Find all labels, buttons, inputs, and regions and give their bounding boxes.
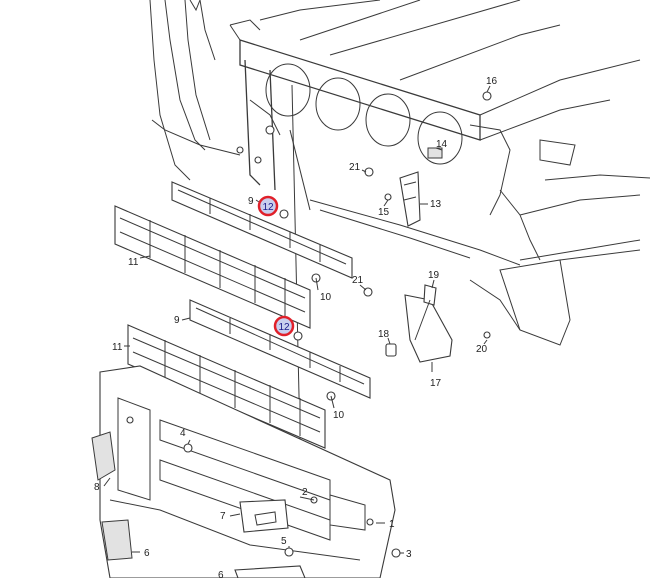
callout-17: 17 <box>430 378 442 389</box>
callout-6-bottom: 6 <box>218 570 224 578</box>
callout-21-lower: 21 <box>352 275 364 286</box>
guide-line <box>291 84 301 441</box>
highlight-12-lower[interactable]: 12 <box>273 315 295 337</box>
callout-13: 13 <box>430 199 442 210</box>
callout-3: 3 <box>406 549 412 560</box>
highlight-12-upper-label: 12 <box>262 202 274 213</box>
callout-21-upper: 21 <box>349 162 361 173</box>
cab-body-panel <box>149 0 241 181</box>
callout-9-lower: 9 <box>174 315 180 326</box>
upper-grille-insert <box>114 205 311 329</box>
callout-11-upper: 11 <box>128 257 139 268</box>
fender-headlamp <box>469 174 651 346</box>
callout-11-lower: 11 <box>112 342 123 353</box>
callout-19: 19 <box>428 270 440 281</box>
callout-5: 5 <box>281 536 287 547</box>
callout-labels: 1 2 3 4 5 6 6 7 8 9 9 10 10 11 11 13 14 … <box>94 76 498 578</box>
callout-8: 8 <box>94 482 100 493</box>
lower-grille-bracket <box>189 299 371 399</box>
callout-16: 16 <box>486 76 498 87</box>
callout-14: 14 <box>436 139 448 150</box>
hood-latch-brackets <box>399 171 453 363</box>
highlight-12-lower-label: 12 <box>278 322 290 333</box>
part-7-emblem <box>239 499 289 533</box>
callout-1: 1 <box>389 519 395 530</box>
grille-fascia <box>99 365 396 578</box>
callout-7: 7 <box>220 511 226 522</box>
lower-grille-insert <box>127 324 326 449</box>
callout-6-side: 6 <box>144 548 150 559</box>
callout-2: 2 <box>302 487 308 498</box>
callout-18: 18 <box>378 329 390 340</box>
part-8-cover <box>91 431 116 481</box>
upper-grille-bracket <box>171 181 353 279</box>
leader-lines <box>103 85 491 554</box>
highlight-12-upper[interactable]: 12 <box>257 195 279 217</box>
part-14 <box>427 147 443 159</box>
lower-plate <box>234 565 306 578</box>
callout-20: 20 <box>476 344 488 355</box>
part-6-cover <box>101 519 133 561</box>
callout-10-upper: 10 <box>320 292 332 303</box>
callout-10-lower: 10 <box>333 410 345 421</box>
callout-15: 15 <box>378 207 390 218</box>
radiator-support <box>229 0 641 266</box>
callout-4: 4 <box>180 428 186 439</box>
callout-9-upper: 9 <box>248 196 254 207</box>
